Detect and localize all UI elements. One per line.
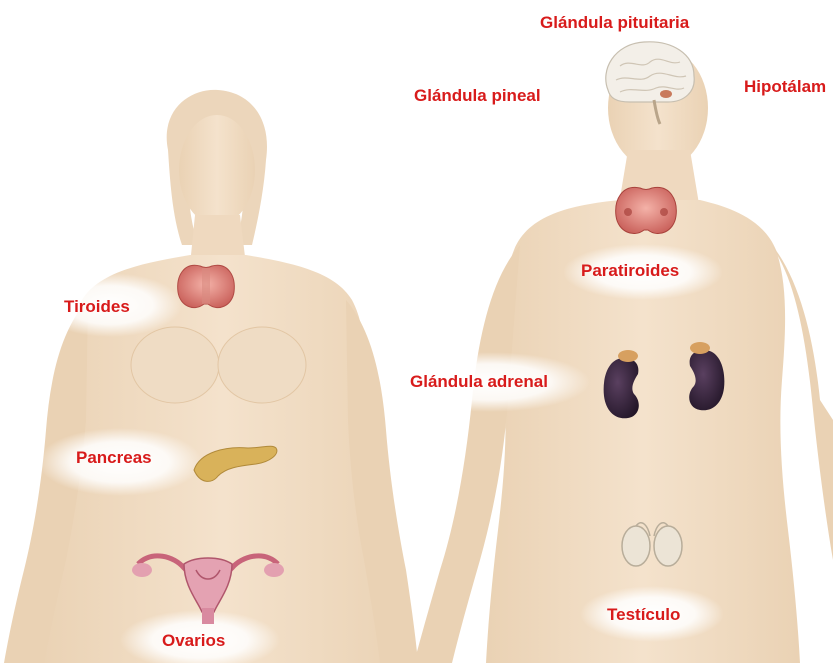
label-paratiroides: Paratiroides — [581, 262, 679, 279]
label-ovarios: Ovarios — [162, 632, 225, 649]
female-thyroid — [178, 265, 235, 307]
label-glandula-pituitaria: Glándula pituitaria — [540, 14, 689, 31]
female-right-breast — [218, 327, 306, 403]
label-testiculo: Testículo — [607, 606, 680, 623]
label-pancreas: Pancreas — [76, 449, 152, 466]
label-tiroides: Tiroides — [64, 298, 130, 315]
male-thyroid — [616, 187, 677, 233]
label-glandula-pineal: Glándula pineal — [414, 87, 541, 104]
label-hipotalamo: Hipotálam — [744, 78, 826, 95]
female-head — [179, 115, 255, 225]
female-left-breast — [131, 327, 219, 403]
label-glandula-adrenal: Glándula adrenal — [410, 373, 548, 390]
